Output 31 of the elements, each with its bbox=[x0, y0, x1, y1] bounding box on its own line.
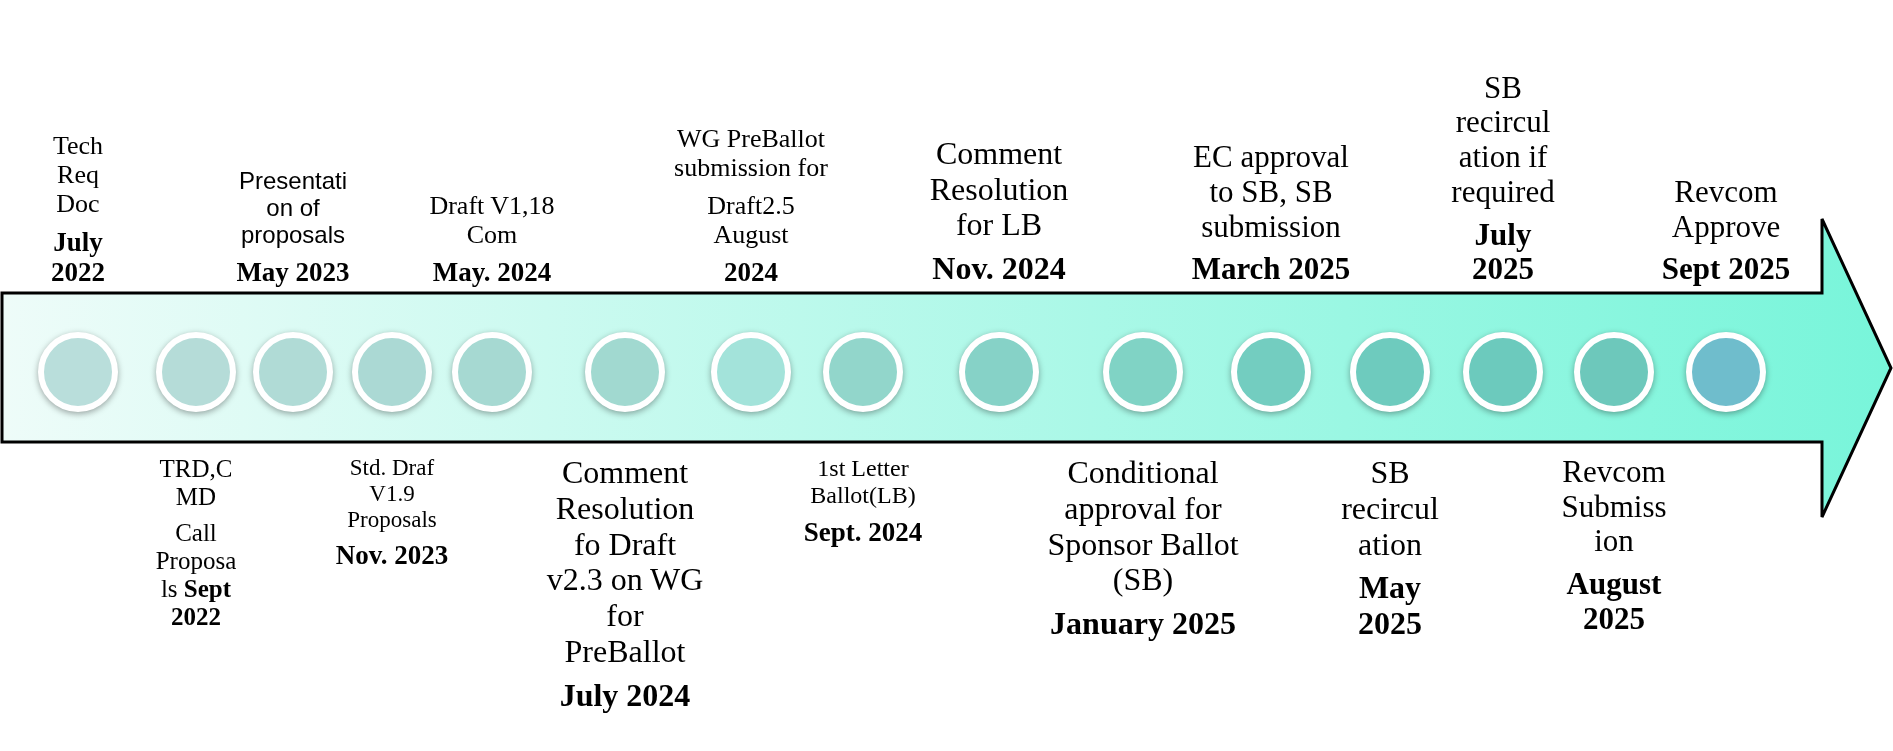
milestone-date: March 2025 bbox=[1190, 252, 1352, 287]
milestone-date: August 2025 bbox=[1565, 567, 1663, 637]
milestone-date: July 2022 bbox=[50, 226, 106, 287]
milestone-date: January 2025 bbox=[1049, 606, 1237, 643]
milestone-label: Presentati on of proposals bbox=[237, 168, 349, 249]
milestone-label: TRD,C MD bbox=[158, 455, 234, 511]
milestone-label: WG PreBallot submission for bbox=[673, 124, 829, 183]
milestone-label: 1st Letter Ballot(LB) bbox=[809, 455, 917, 509]
milestone-date: May. 2024 bbox=[431, 256, 553, 287]
milestone-label: Draft2.5 August bbox=[706, 190, 796, 249]
milestone-label: Draft V1,18 Com bbox=[428, 190, 556, 249]
milestone-label: Call Proposa ls Sept 2022 bbox=[154, 519, 238, 631]
milestone-label: Comment Resolution fo Draft v2.3 on WG for PreBallot bbox=[545, 455, 705, 670]
milestone-date: July 2024 bbox=[558, 677, 692, 714]
milestone-date: 2024 bbox=[723, 256, 779, 287]
milestone-label: Tech Req Doc bbox=[51, 131, 105, 219]
milestone-date: May 2025 bbox=[1357, 570, 1423, 643]
milestone-label: Revcom Approve bbox=[1670, 174, 1782, 245]
milestone-date: Nov. 2024 bbox=[931, 251, 1067, 287]
milestone-label: Comment Resolution for LB bbox=[928, 135, 1070, 244]
milestone-date: May 2023 bbox=[235, 256, 351, 287]
milestone-date: July 2025 bbox=[1471, 217, 1535, 287]
milestone-label: SB recircul ation bbox=[1340, 455, 1440, 563]
milestone-label: Revcom Submiss ion bbox=[1560, 455, 1668, 560]
milestone-label: SB recircul ation if required bbox=[1450, 70, 1556, 210]
milestone-label: Conditional approval for Sponsor Ballot (SB) bbox=[1046, 455, 1240, 599]
milestone-date: Sept. 2024 bbox=[802, 516, 924, 547]
milestone-label: EC approval to SB, SB submission bbox=[1192, 140, 1350, 245]
milestone-label: Std. Draf V1.9 Proposals bbox=[346, 455, 438, 533]
milestone-date: Nov. 2023 bbox=[334, 540, 450, 571]
milestone-date: Sept 2025 bbox=[1660, 252, 1792, 287]
